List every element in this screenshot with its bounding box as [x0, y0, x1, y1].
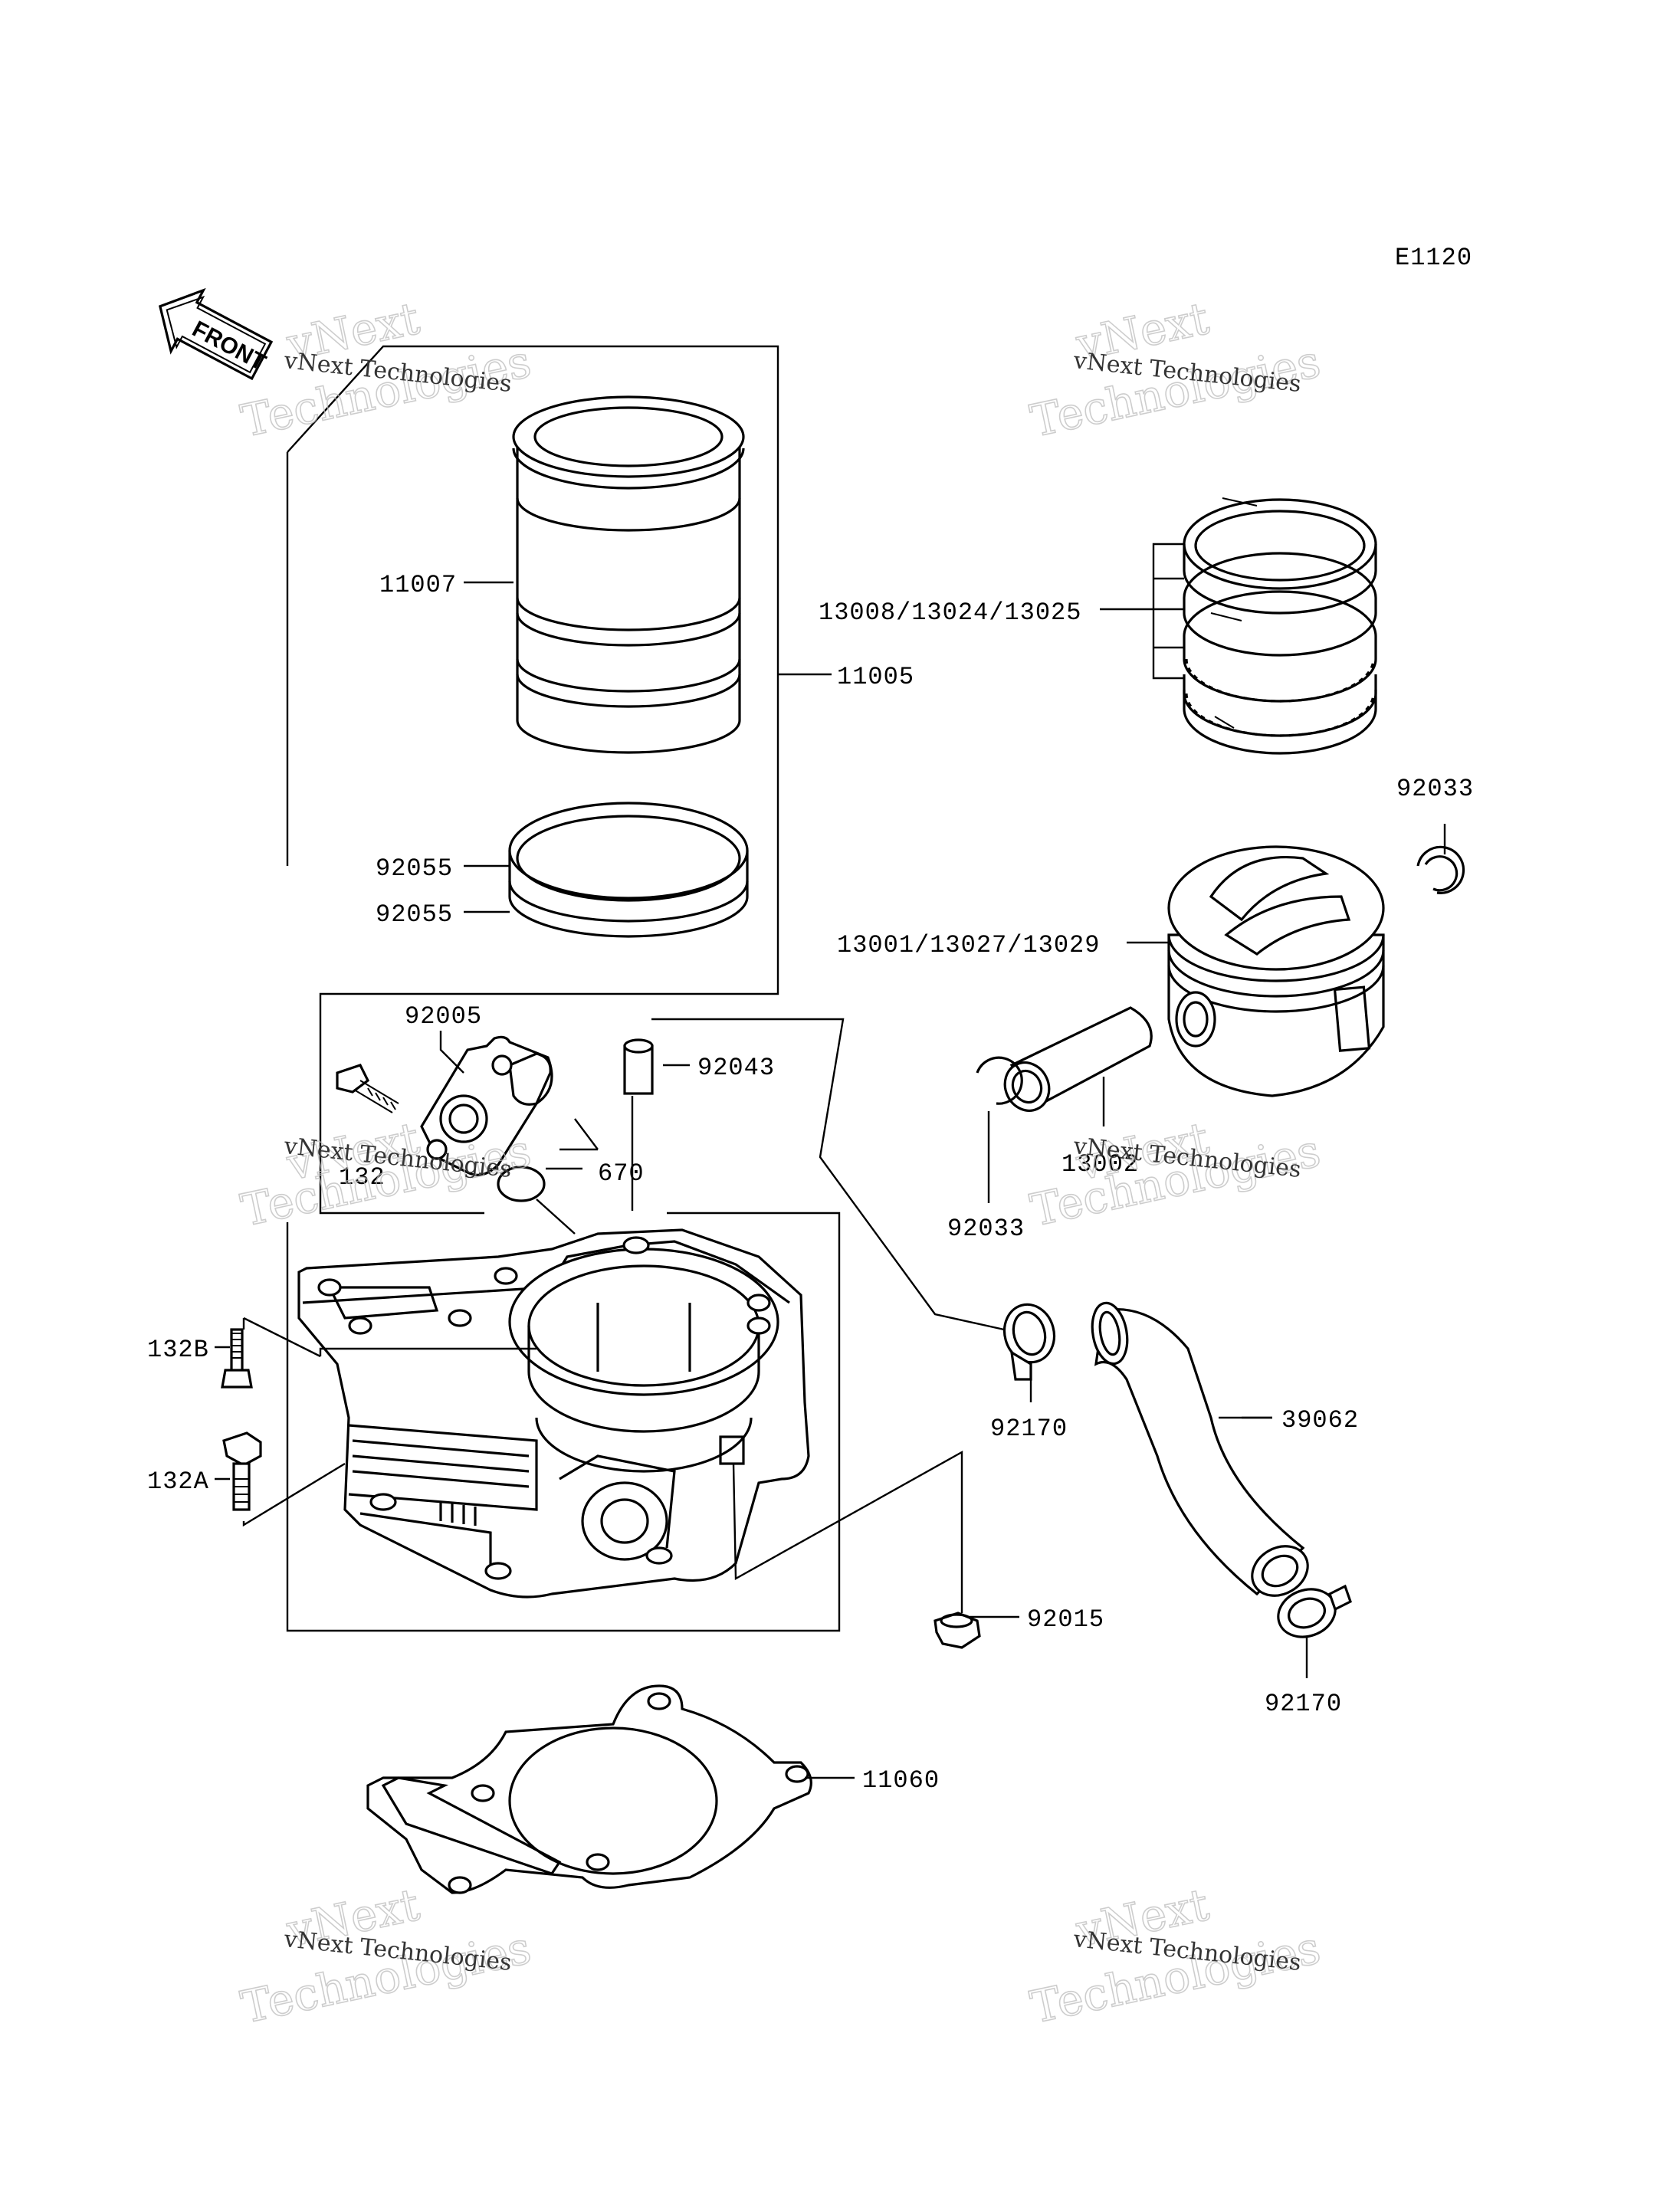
label-92005: 92005 [405, 1002, 482, 1031]
cylinder-head-gasket [366, 1684, 812, 1894]
front-arrow-icon: FRONT [158, 287, 274, 381]
bolt-132B [221, 1328, 253, 1389]
bolt-132A [222, 1431, 262, 1511]
coolant-hose [1091, 1301, 1309, 1597]
cylinder-sleeve [512, 395, 745, 754]
label-11060: 11060 [862, 1766, 940, 1795]
label-11007: 11007 [379, 571, 457, 599]
watermark-bottom-left: vNext Technologies vNext Technologies [236, 1877, 536, 2034]
o-ring-670 [497, 1166, 546, 1202]
label-92170-bottom: 92170 [1265, 1690, 1342, 1718]
label-92055-a: 92055 [376, 854, 453, 883]
group-bracket-lines [286, 345, 841, 1632]
label-39062: 39062 [1281, 1406, 1359, 1435]
label-92043: 92043 [697, 1054, 775, 1082]
label-670: 670 [598, 1159, 645, 1188]
diagram-code: E1120 [1395, 244, 1472, 272]
hose-clamp-bottom [1277, 1584, 1352, 1638]
piston-pin [1003, 1006, 1153, 1112]
label-92015: 92015 [1027, 1605, 1104, 1634]
o-rings [508, 802, 749, 938]
hose-clamp-top [1002, 1303, 1056, 1381]
watermark-bottom-right: vNext Technologies vNext Technologies [1025, 1877, 1325, 2034]
piston [1167, 845, 1385, 1097]
leader-lines [215, 581, 1446, 1779]
piston-ring-bracket [1100, 543, 1184, 680]
circlip-bottom [976, 1056, 1023, 1105]
label-92055-b: 92055 [376, 900, 453, 929]
label-92170-top: 92170 [990, 1415, 1068, 1443]
watermark-top-right: vNext Technologies vNext Technologies [1025, 291, 1325, 448]
piston-rings [1183, 497, 1377, 755]
circlip-top [1416, 845, 1465, 894]
label-132B: 132B [147, 1336, 209, 1364]
label-11005: 11005 [837, 663, 914, 691]
watermark-top-left: vNext Technologies vNext Technologies [236, 291, 536, 448]
bolt-132 [336, 1064, 399, 1113]
plug-92015 [934, 1612, 981, 1649]
label-13008: 13008/13024/13025 [819, 598, 1081, 627]
label-132A: 132A [147, 1467, 209, 1496]
label-13002: 13002 [1061, 1150, 1139, 1179]
label-92033-top: 92033 [1396, 775, 1474, 803]
label-92033-bottom: 92033 [947, 1215, 1025, 1243]
cylinder-block [297, 1228, 810, 1599]
label-132: 132 [339, 1163, 386, 1192]
part-labels: 11007 11005 92055 92055 13008/13024/1302… [147, 571, 1474, 1795]
label-13001: 13001/13027/13029 [837, 931, 1100, 959]
water-fitting [420, 1035, 553, 1176]
dowel-pin [623, 1038, 654, 1095]
